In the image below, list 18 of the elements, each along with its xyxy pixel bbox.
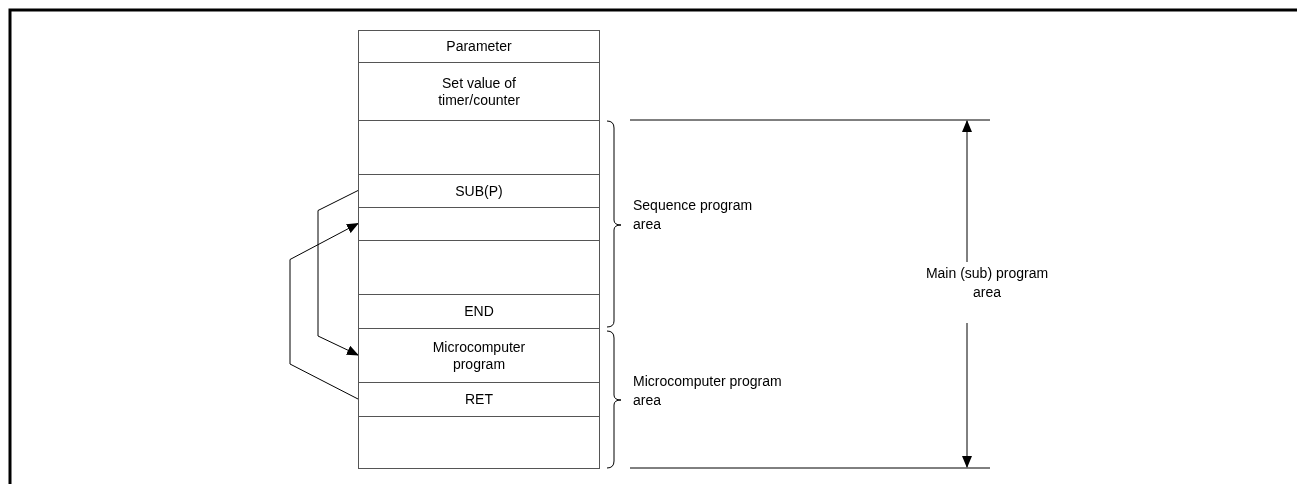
memory-row xyxy=(358,240,600,295)
row-label: SUB(P) xyxy=(454,182,504,200)
row-label: Microcomputer program xyxy=(431,338,527,373)
memory-row xyxy=(358,294,600,329)
memory-row xyxy=(358,416,600,469)
row-label: RET xyxy=(464,391,494,408)
memory-row xyxy=(358,328,600,383)
memory-row xyxy=(358,30,600,63)
arrow xyxy=(289,223,359,400)
memory-row xyxy=(358,62,600,121)
memory-row xyxy=(358,174,600,208)
arrow xyxy=(317,190,359,356)
memory-row xyxy=(358,382,600,417)
row-label: END xyxy=(463,303,495,320)
memory-row xyxy=(358,207,600,241)
row-label: Parameter xyxy=(445,38,513,55)
row-label: Set value of timer/counter xyxy=(437,74,521,109)
memory-row xyxy=(358,120,600,175)
